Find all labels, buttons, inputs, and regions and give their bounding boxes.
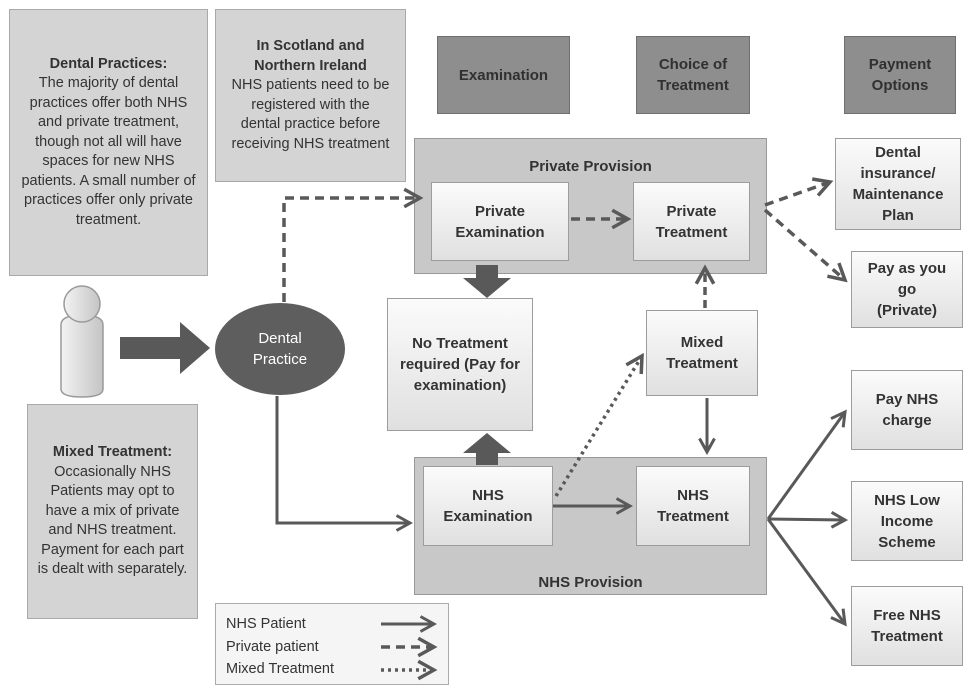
note-mixed-title: Mixed Treatment: bbox=[52, 444, 173, 461]
header-payment-options: Payment Options bbox=[844, 36, 956, 114]
practice-to-private-exam-connector bbox=[282, 198, 420, 302]
header-choice-of-treatment: Choice of Treatment bbox=[636, 36, 750, 114]
private-examination-node: Private Examination bbox=[431, 182, 569, 261]
dental-practice-node: Dental Practice bbox=[215, 303, 345, 395]
nhs-to-pay-charge-connector bbox=[766, 412, 845, 520]
nhs-exam-to-no-treatment-arrow bbox=[463, 433, 511, 465]
legend-swatches bbox=[381, 604, 450, 686]
header-examination: Examination bbox=[437, 36, 570, 114]
dental-insurance-node: Dental insurance/ Maintenance Plan bbox=[835, 138, 961, 230]
mixed-treatment-node: Mixed Treatment bbox=[646, 310, 758, 396]
nhs-treatment-node: NHS Treatment bbox=[636, 466, 750, 546]
nhs-exam-to-mixed-connector bbox=[554, 356, 642, 497]
nhs-examination-node: NHS Examination bbox=[423, 466, 553, 546]
pay-as-you-go-node: Pay as you go (Private) bbox=[851, 251, 963, 328]
note-mixed-body: Occasionally NHS Patients may opt to hav… bbox=[37, 463, 188, 578]
nhs-to-free-connector bbox=[766, 518, 845, 624]
pay-nhs-charge-node: Pay NHS charge bbox=[851, 370, 963, 450]
note-scotland-body: NHS patients need to be registered with … bbox=[231, 77, 390, 152]
nhs-provision-title: NHS Provision bbox=[538, 574, 643, 591]
legend-mixed-label: Mixed Treatment bbox=[226, 661, 334, 677]
note-scotland: In Scotland and Northern Ireland NHS pat… bbox=[215, 9, 406, 182]
note-dental-practices: Dental Practices: The majority of dental… bbox=[9, 9, 208, 276]
note-mixed-treatment: Mixed Treatment: Occasionally NHS Patien… bbox=[27, 404, 198, 619]
nhs-low-income-node: NHS Low Income Scheme bbox=[851, 481, 963, 561]
nhs-to-low-income-connector bbox=[767, 519, 845, 520]
private-provision-title: Private Provision bbox=[529, 158, 652, 175]
legend: NHS Patient Private patient Mixed Treatm… bbox=[215, 603, 449, 685]
practice-to-nhs-exam-connector bbox=[275, 396, 410, 523]
note-scotland-title: In Scotland and Northern Ireland bbox=[254, 38, 367, 74]
free-nhs-treatment-node: Free NHS Treatment bbox=[851, 586, 963, 666]
private-treatment-node: Private Treatment bbox=[633, 182, 750, 261]
note-dental-practices-body: The majority of dental practices offer b… bbox=[21, 75, 196, 228]
patient-to-practice-arrow bbox=[120, 322, 210, 374]
private-to-insurance-connector bbox=[764, 182, 830, 207]
private-to-payg-connector bbox=[763, 208, 845, 280]
note-dental-practices-title: Dental Practices: bbox=[49, 55, 168, 72]
legend-nhs-label: NHS Patient bbox=[226, 616, 306, 632]
no-treatment-node: No Treatment required (Pay for examinati… bbox=[387, 298, 533, 431]
person-icon bbox=[58, 285, 106, 398]
private-exam-to-no-treatment-arrow bbox=[463, 265, 511, 298]
legend-private-label: Private patient bbox=[226, 639, 319, 655]
